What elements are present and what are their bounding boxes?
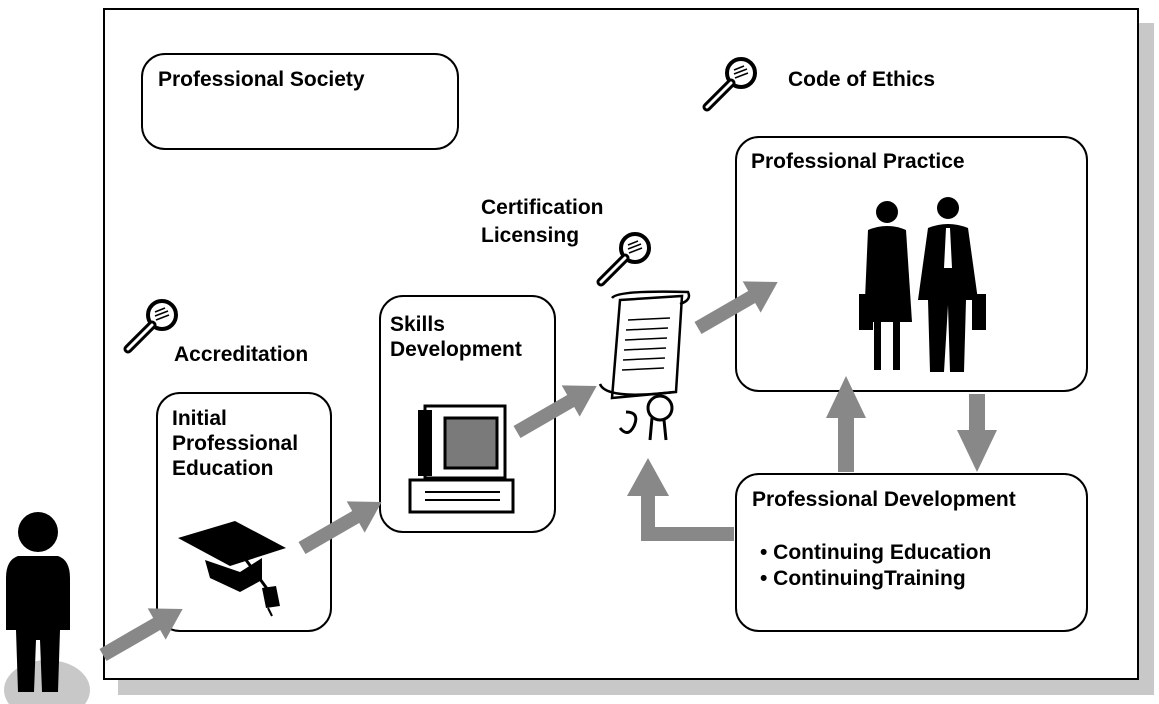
- professional-society-box: [141, 53, 459, 150]
- arrow-practice-to-development: [957, 394, 997, 472]
- initial-education-label: Initial Professional Education: [172, 407, 299, 480]
- arrow-development-to-certification: [627, 458, 734, 541]
- arrow-certification-to-practice: [694, 281, 778, 335]
- accreditation-label: Accreditation: [174, 343, 309, 366]
- graduation-cap-icon: [178, 521, 286, 617]
- magnifier-icon: [128, 301, 176, 349]
- flow-arrows: [99, 281, 997, 662]
- magnifier-icon: [601, 234, 649, 282]
- bullet-continuing-education: • Continuing Education: [760, 541, 992, 564]
- skills-development-label: Skills Development: [390, 313, 522, 361]
- bullet-continuing-training: • ContinuingTraining: [760, 567, 966, 590]
- professional-development-label: Professional Development: [752, 488, 1016, 511]
- arrow-person-to-education: [99, 608, 183, 662]
- professional-society-label: Professional Society: [158, 68, 365, 91]
- arrow-education-to-skills: [298, 501, 382, 555]
- arrow-skills-to-certification: [513, 385, 597, 439]
- business-people-icon: [859, 197, 986, 372]
- magnifier-icon: [707, 59, 755, 107]
- person-icon: [4, 512, 90, 704]
- computer-icon: [408, 404, 515, 514]
- professional-practice-box: [735, 136, 1088, 392]
- licensing-label: Licensing: [481, 224, 580, 247]
- code-of-ethics-label: Code of Ethics: [788, 68, 936, 91]
- certification-label: Certification: [481, 196, 604, 219]
- arrow-development-to-practice: [826, 376, 866, 472]
- professional-development-box: [735, 473, 1088, 632]
- certificate-scroll-icon: [598, 290, 691, 441]
- professional-practice-label: Professional Practice: [751, 150, 965, 173]
- initial-education-box: [156, 392, 332, 632]
